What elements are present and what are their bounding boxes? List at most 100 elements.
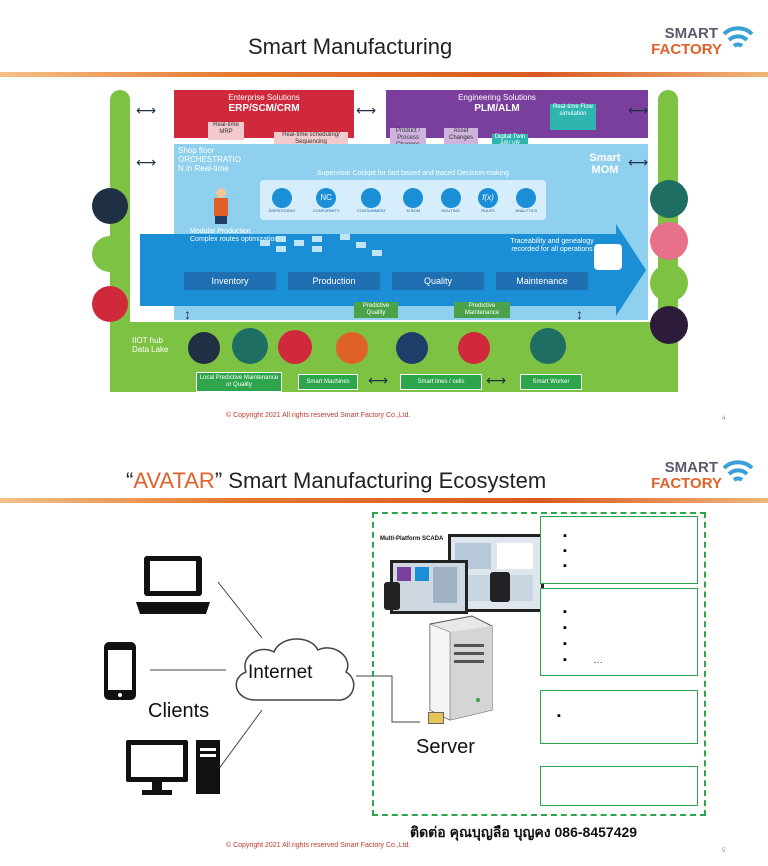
slide2-page-number: 5: [722, 848, 726, 854]
dispatching-icon: [272, 187, 293, 208]
smart-factory-logo: SMART FACTORY: [648, 20, 758, 64]
erp-heading: Enterprise Solutions: [228, 93, 300, 102]
containment-label: CONTAINMENT: [356, 207, 386, 213]
scada-tablet: [490, 572, 510, 602]
predictive-maintenance-tag: Predictive Maintenance: [454, 302, 510, 318]
production-flow-arrow: [140, 224, 646, 316]
contact-info: ติดต่อ คุณบุญลือ บุญคง 086-8457429: [410, 824, 638, 840]
routing-icon: [440, 187, 461, 208]
modular-label: Modular Production Complex routes optimi…: [190, 228, 279, 243]
plm-box: Engineering Solutions PLM/ALM: [386, 90, 648, 138]
analytics-label: ANALYTICS: [515, 207, 538, 213]
title-rest: ” Smart Manufacturing Ecosystem: [214, 468, 547, 493]
internet-label: Internet: [248, 662, 313, 683]
rules-icon: f(x): [477, 187, 498, 208]
routing-item: ROUTING: [440, 187, 461, 213]
arrow-vertical-left: ↕: [184, 306, 191, 322]
arrow-right-top: ⟷: [628, 102, 649, 118]
scada-label: Multi-Platform SCADA: [380, 536, 444, 542]
logo2-factory-text: FACTORY: [651, 475, 722, 492]
erp-box: Enterprise Solutions ERP/SCM/CRM: [174, 90, 354, 138]
analytics-icon: [516, 187, 537, 208]
rules-item: f(x)RULES: [477, 187, 498, 213]
feature-box-1: ▪ ▪ ▪: [540, 516, 698, 584]
routing-label: ROUTING: [441, 207, 460, 213]
laptop-icon: [136, 556, 210, 614]
dispatching-label: DISPATCHING: [268, 207, 296, 213]
plm-note-asset: Asset Changes: [444, 128, 478, 148]
smart-factory-logo-2: SMART FACTORY: [648, 454, 758, 498]
feature-box-3: ▪: [540, 690, 698, 744]
bullet-1-1: ▪: [563, 530, 567, 542]
forklift-icon: [188, 332, 220, 364]
erp-note-mrp: Real-time MRP: [208, 122, 244, 140]
bullet-1-2: ▪: [563, 545, 567, 557]
slide2-copyright: © Copyright 2021 All rights reserved Sma…: [226, 842, 411, 849]
desktop-computer-icon: [126, 740, 220, 795]
arrow-bottom-1: ⟷: [368, 372, 389, 388]
containment-icon: [361, 187, 382, 208]
factory-gear-icon: [92, 188, 128, 224]
scada-phone: [384, 582, 400, 610]
arrow-bottom-2: ⟷: [486, 372, 507, 388]
feature-box-2: ▪ ▪ ▪ ▪ …: [540, 588, 698, 676]
arrow-right-mid: ⟷: [628, 154, 649, 170]
truck-worker-icon: [92, 236, 128, 272]
robot-arm-icon: [278, 330, 312, 364]
slide2-divider: [0, 498, 768, 503]
slide2-title: “AVATAR” Smart Manufacturing Ecosystem: [126, 468, 546, 494]
smart-worker-icon: [530, 328, 566, 364]
wifi-icon-2: [722, 460, 754, 482]
traceability-label: Traceability and genealogy recorded for …: [510, 238, 594, 253]
conformity-label: CONFORMITY: [312, 207, 340, 213]
ship-icon: [650, 264, 688, 302]
smart-mom-label: Smart MOM: [589, 152, 621, 176]
shoe-icon: [650, 306, 688, 344]
arrow-left-top: ⟷: [136, 102, 157, 118]
clients-label: Clients: [148, 700, 210, 722]
plm-flow-simulation: Real-time Flow simulation: [550, 104, 596, 130]
shopfloor-label: Shop floor ORCHESTRATIO N in Real-time: [178, 146, 241, 173]
conformity-icon: NC: [316, 187, 337, 208]
mbom-item: M BOM: [403, 187, 424, 213]
slide1-page-number: 4: [722, 416, 726, 422]
network-connections: [150, 581, 420, 771]
cockpit-label: Supervisor Cockpit for fact based and tr…: [317, 170, 509, 177]
plm-heading: Engineering Solutions: [458, 93, 536, 102]
slide1-copyright: © Copyright 2021 All rights reserved Sma…: [226, 412, 411, 419]
bullet-2-3: ▪: [563, 638, 567, 650]
arrow-left-mid: ⟷: [136, 154, 157, 170]
logo-smart-text: SMART: [664, 25, 718, 42]
cloud-tablet-icon: [594, 244, 622, 270]
bullet-1-3: ▪: [563, 560, 567, 572]
tab-inventory: Inventory: [184, 272, 276, 290]
iiot-hub-label: IIOT hub Data Lake: [132, 336, 169, 354]
mbom-icon: [403, 187, 424, 208]
routing-schematic-icon: [260, 234, 440, 262]
tag-smart-lines: Smart lines / cells: [400, 374, 482, 390]
title-open-quote: “: [126, 468, 134, 493]
production-line-icon: [396, 332, 428, 364]
mbom-label: M BOM: [406, 207, 421, 213]
worker-figure-icon: [206, 184, 236, 224]
machine-icon: [336, 332, 368, 364]
tag-smart-machines: Smart Machines: [298, 374, 358, 390]
logo2-smart-text: SMART: [664, 459, 718, 476]
wifi-icon: [722, 26, 754, 48]
containment-item: CONTAINMENT: [356, 187, 386, 213]
tab-quality: Quality: [392, 272, 484, 290]
agv-icon: [232, 328, 268, 364]
server-icon: [429, 615, 493, 721]
rules-label: RULES: [481, 207, 495, 213]
forklift-side-icon: [92, 286, 128, 322]
car-icon: [650, 222, 688, 260]
plm-title: PLM/ALM: [474, 103, 520, 114]
slide1-divider: [0, 72, 768, 77]
analytics-item: ANALYTICS: [515, 187, 538, 213]
predictive-quality-tag: Predictive Quality: [354, 302, 398, 318]
internet-cloud-icon: [235, 638, 355, 701]
ecosystem-frame: [372, 512, 706, 816]
dispatching-item: DISPATCHING: [268, 187, 296, 213]
